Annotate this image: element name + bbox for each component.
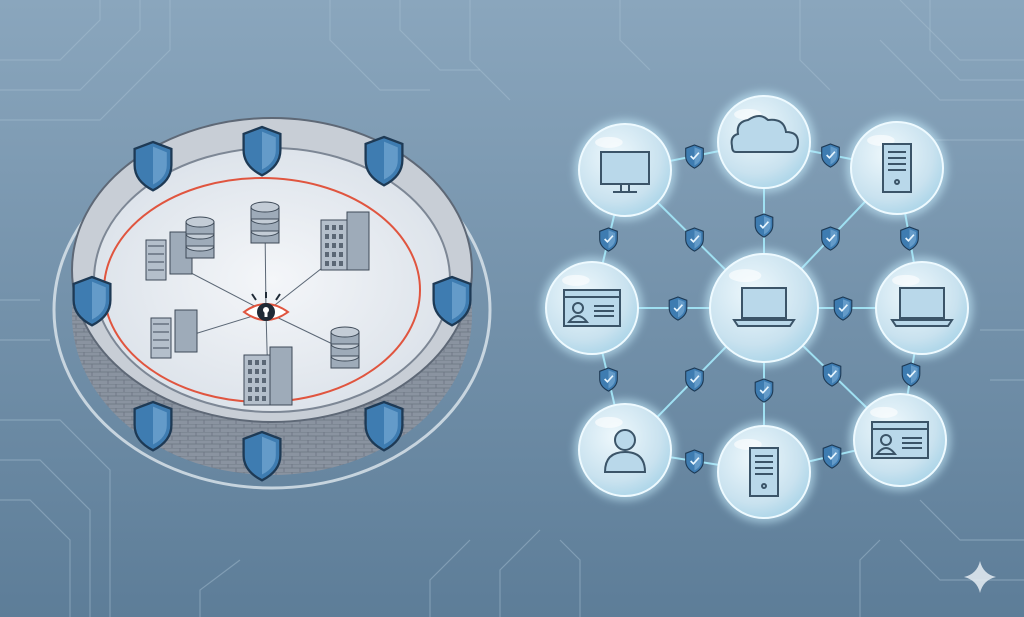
zero-trust-network xyxy=(541,91,973,523)
shield-check-icon xyxy=(901,362,921,387)
shield-check-icon xyxy=(822,444,842,469)
sparkle-icon xyxy=(964,561,996,593)
shield-check-icon xyxy=(685,144,704,169)
circuit-trace xyxy=(559,539,581,617)
circuit-trace xyxy=(899,0,1024,61)
database-icon xyxy=(330,326,360,369)
shield-check-icon xyxy=(668,296,688,321)
circuit-trace xyxy=(0,0,141,91)
shield-icon xyxy=(133,400,173,452)
perimeter-security-model xyxy=(52,117,492,490)
circuit-trace xyxy=(0,0,101,61)
circuit-trace xyxy=(199,559,241,617)
shield-check-icon xyxy=(685,227,704,252)
shield-check-icon xyxy=(754,378,774,403)
circuit-trace xyxy=(859,539,881,617)
circuit-trace xyxy=(879,39,1024,101)
circuit-trace xyxy=(919,499,1024,541)
office-building-icon xyxy=(320,211,370,271)
shield-icon xyxy=(133,140,173,192)
node-laptop xyxy=(871,257,973,359)
circuit-trace xyxy=(0,499,71,617)
shield-icon xyxy=(432,275,472,327)
shield-icon xyxy=(364,135,404,187)
building-icon xyxy=(243,346,293,406)
shield-check-icon xyxy=(599,367,618,392)
node-server-tower xyxy=(713,421,815,523)
desktop-monitor-icon xyxy=(600,151,650,193)
circuit-trace xyxy=(429,539,471,617)
server-tower-icon xyxy=(882,143,912,193)
circuit-trace xyxy=(799,0,831,91)
node-cloud xyxy=(713,91,815,193)
user-icon xyxy=(603,429,647,473)
laptop-icon xyxy=(890,287,954,327)
shield-check-icon xyxy=(821,226,840,251)
node-user xyxy=(574,399,676,501)
shield-check-icon xyxy=(685,449,704,474)
id-card-icon xyxy=(563,289,621,327)
circuit-trace xyxy=(899,539,1024,581)
shield-check-icon xyxy=(685,367,704,392)
server-tower-icon xyxy=(749,447,779,497)
database-icon xyxy=(250,201,280,244)
shield-icon xyxy=(242,125,282,177)
shield-check-icon xyxy=(821,143,840,168)
node-server-tower xyxy=(846,117,948,219)
server-rack-icon xyxy=(150,309,198,359)
eye-lock-icon xyxy=(242,292,290,321)
circuit-trace xyxy=(619,0,651,71)
circuit-trace xyxy=(399,0,480,71)
shield-check-icon xyxy=(754,213,774,238)
shield-check-icon xyxy=(833,296,853,321)
circuit-trace xyxy=(329,0,430,91)
circuit-trace xyxy=(0,459,91,617)
shield-icon xyxy=(72,275,112,327)
node-id-card xyxy=(541,257,643,359)
shield-check-icon xyxy=(900,226,919,251)
id-card-icon xyxy=(871,421,929,459)
shield-icon xyxy=(242,430,282,482)
circuit-trace xyxy=(0,419,111,617)
circuit-trace xyxy=(0,0,171,121)
shield-icon xyxy=(364,400,404,452)
shield-check-icon xyxy=(822,362,842,387)
node-id-card xyxy=(849,389,951,491)
circuit-trace xyxy=(929,0,1024,81)
circuit-trace xyxy=(469,0,511,101)
node-laptop xyxy=(705,249,823,367)
cloud-icon xyxy=(730,115,800,153)
laptop-icon xyxy=(732,287,796,327)
node-desktop-monitor xyxy=(574,119,676,221)
shield-check-icon xyxy=(599,227,618,252)
circuit-trace xyxy=(499,529,541,617)
database-icon xyxy=(185,216,215,259)
